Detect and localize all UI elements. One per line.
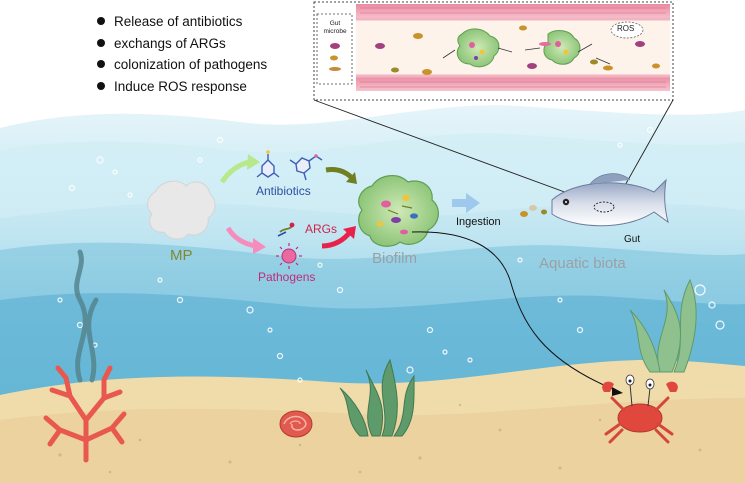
release-arrow — [219, 154, 260, 184]
ros-label: ROS — [617, 24, 635, 33]
biofilm-label: Biofilm — [372, 250, 418, 267]
gut-microbe-icon — [329, 25, 660, 75]
gut-label: Gut — [624, 234, 641, 245]
effect-item-args: exchangs of ARGs — [96, 33, 267, 55]
ingestion-arrow — [452, 193, 480, 213]
ingested-particles — [520, 205, 547, 217]
seaweed-icon — [74, 249, 99, 383]
args-label: ARGs — [305, 222, 338, 236]
aquatic-biota-label: Aquatic biota — [539, 255, 626, 272]
gut-inset — [313, 1, 674, 101]
fish-icon — [551, 173, 669, 227]
effect-item-colonization: colonization of pathogens — [96, 54, 267, 76]
antibiotics-label: Antibiotics — [256, 184, 311, 198]
seaweed-middle-icon — [339, 358, 415, 437]
args-to-biofilm-arrow — [321, 226, 356, 249]
shell-icon — [279, 410, 313, 438]
effect-item-ros: Induce ROS response — [96, 76, 267, 98]
effects-list: Release of antibiotics exchangs of ARGs … — [96, 11, 267, 97]
pathogen-icon — [276, 243, 302, 269]
gut-microbe-label: Gut microbe — [323, 20, 347, 35]
ros-cloud-icon — [610, 21, 644, 39]
antibiotic-molecule-icon — [256, 150, 323, 181]
gene-icon — [277, 222, 295, 237]
seaweed-right-icon — [629, 278, 697, 373]
mp-label: MP — [170, 247, 193, 264]
to-biofilm-arrow — [325, 167, 357, 184]
microplastic-icon — [147, 180, 216, 240]
coral-icon — [43, 365, 127, 463]
pathogens-label: Pathogens — [258, 270, 316, 284]
biofilm-to-crab-curve — [411, 231, 621, 393]
crab-icon — [602, 374, 678, 444]
effect-item-release: Release of antibiotics — [96, 11, 267, 33]
inset-biofilm-icon — [456, 28, 581, 68]
colonization-arrow — [225, 226, 266, 254]
ingestion-label: Ingestion — [456, 216, 501, 228]
fish-gut-highlight — [593, 201, 615, 213]
biofilm-icon — [358, 175, 439, 247]
